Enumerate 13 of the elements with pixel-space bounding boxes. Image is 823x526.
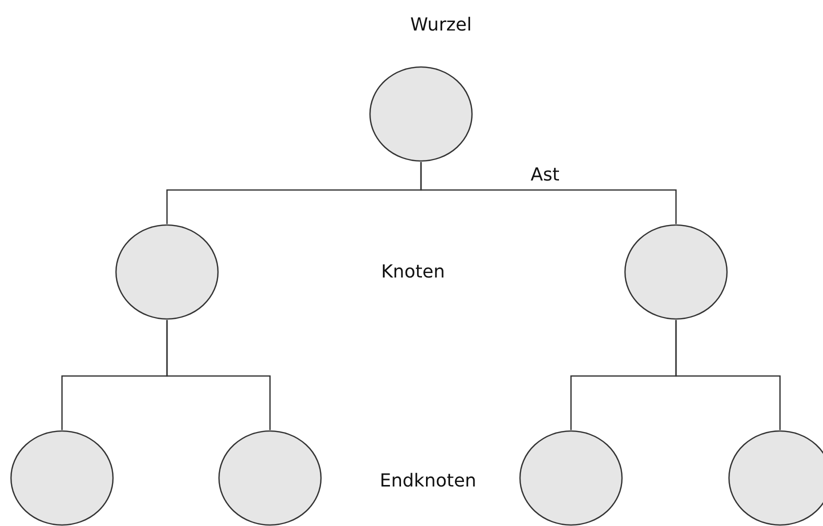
circle-node: [369, 66, 473, 162]
circle-node: [519, 430, 623, 526]
circle-node: [218, 430, 322, 526]
circle-node: [10, 430, 114, 526]
connector-line: [166, 320, 271, 430]
connector-line: [675, 320, 781, 430]
text-label: Ast: [530, 164, 560, 186]
text-label: Wurzel: [410, 14, 472, 36]
connector-line: [420, 162, 677, 224]
text-label: Knoten: [381, 262, 445, 282]
circle-node: [115, 224, 219, 320]
text-label: Endknoten: [380, 470, 476, 492]
circle-node: [624, 224, 728, 320]
